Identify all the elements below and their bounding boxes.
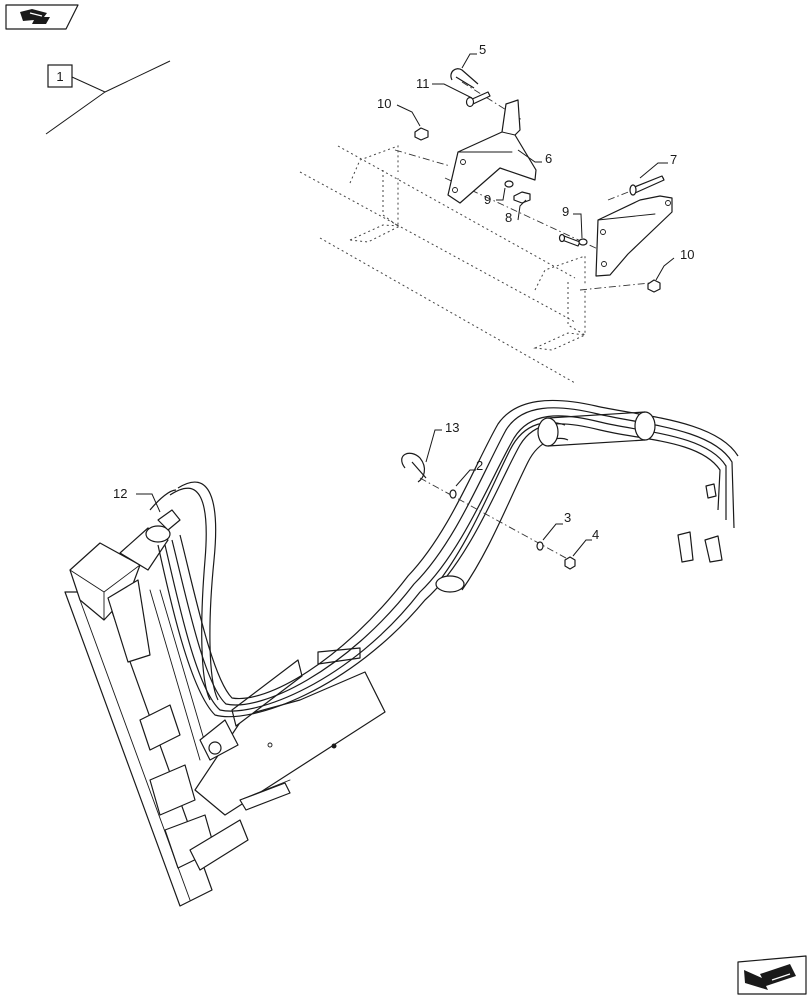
svg-text:9: 9 (484, 192, 491, 207)
nut (647, 279, 661, 293)
next-page-arrow-icon[interactable] (737, 955, 807, 995)
svg-text:5: 5 (479, 42, 486, 57)
svg-text:3: 3 (564, 510, 571, 525)
washer (536, 541, 544, 551)
callout-9-left: 9 (484, 187, 506, 207)
callout-7: 7 (639, 152, 677, 179)
svg-text:12: 12 (113, 486, 127, 501)
callout-9-right: 9 (562, 204, 583, 239)
svg-text:6: 6 (545, 151, 552, 166)
nut (414, 127, 429, 141)
callout-11: 11 (416, 76, 473, 99)
svg-text:8: 8 (505, 210, 512, 225)
callout-10-right: 10 (655, 247, 694, 281)
bolt (513, 191, 581, 247)
hose-assembly (64, 399, 739, 907)
nut (564, 556, 576, 570)
book-arrow-icon[interactable] (5, 4, 79, 30)
svg-text:7: 7 (670, 152, 677, 167)
svg-text:2: 2 (476, 458, 483, 473)
reference-leader (45, 60, 171, 135)
svg-text:10: 10 (680, 247, 694, 262)
svg-text:13: 13 (445, 420, 459, 435)
callout-12: 12 (113, 486, 161, 513)
callout-2: 2 (455, 458, 483, 487)
bracket-right (595, 175, 673, 277)
reference-label: 1 (56, 69, 63, 84)
valve-body (69, 509, 181, 663)
svg-text:9: 9 (562, 204, 569, 219)
washer (449, 489, 457, 499)
washer (578, 238, 588, 246)
svg-text:11: 11 (416, 76, 430, 91)
callout-5: 5 (461, 42, 486, 69)
callout-6: 6 (517, 149, 552, 166)
callout-3: 3 (542, 510, 571, 541)
cable-tie (401, 452, 427, 483)
washer (504, 180, 514, 188)
reference-box: 1 (47, 64, 73, 88)
svg-text:4: 4 (592, 527, 599, 542)
callout-8: 8 (505, 199, 527, 225)
callout-10-left: 10 (377, 96, 421, 127)
svg-text:10: 10 (377, 96, 391, 111)
clip-pin (450, 68, 479, 89)
mounting-bracket-assembly (299, 68, 673, 384)
callout-4: 4 (572, 527, 599, 557)
callout-13: 13 (425, 420, 459, 463)
pin (465, 91, 491, 108)
bracket-left (447, 99, 537, 204)
